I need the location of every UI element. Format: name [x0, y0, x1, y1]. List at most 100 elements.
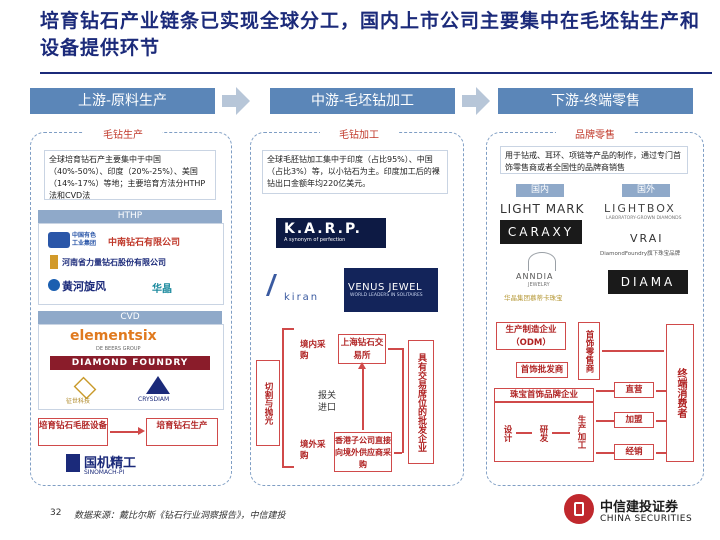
anndia-jewelry: JEWELRY — [528, 282, 550, 288]
distribution-box: 经销 — [614, 444, 654, 460]
design-rd-arrow — [516, 432, 532, 434]
cnmc-logo-text: 中国有色 工业集团 — [72, 232, 97, 247]
sinomach-logo-en: SINOMACH-PI — [84, 469, 125, 476]
wholesale-link-top — [388, 348, 402, 350]
customs-arrow — [362, 366, 364, 430]
karp-logo: K.A.R.P. A synonym of perfection — [276, 218, 386, 248]
vrai-sub: DiamondFoundry旗下珠宝品牌 — [600, 251, 681, 257]
mid-vertical-line — [282, 328, 284, 468]
downstream-desc: 用于钻戒、耳环、项链等产品的制作，通过专门首饰零售商或者全国性的品牌商销售 — [500, 146, 688, 174]
odm-box: 生产制造企业（ODM） — [496, 322, 566, 350]
anndia-logo-icon — [528, 252, 556, 271]
karp-logo-sub: A synonym of perfection — [284, 237, 346, 243]
stage-arrow-2-head — [476, 87, 490, 115]
jewelry-retailer-box: 首饰零售商 — [578, 322, 600, 380]
overseas-header: 国外 — [622, 184, 670, 197]
midstream-desc: 全球毛胚钻加工集中于印度（占比95%）、中国（占比3%）等，以小钻石为主。印度加… — [262, 150, 448, 194]
lightbox-logo: LIGHTBOX — [604, 202, 676, 215]
zhengshi-logo: 征世科技 — [66, 398, 91, 405]
hthp-logo-box — [38, 223, 224, 305]
venus-logo-text: VENUS JEWEL — [348, 282, 423, 293]
venus-logo: VENUS JEWEL WORLD LEADERS IN SOLITAIRES — [344, 268, 438, 312]
zhongnan-logo: 中南钻石有限公司 — [108, 238, 181, 248]
hk-subsidiary-box: 香港子公司直接向境外供应商采购 — [334, 432, 392, 472]
stage-downstream: 下游-终端零售 — [498, 88, 693, 114]
production-step: 生产加工 — [572, 406, 588, 458]
mid-top-bracket — [282, 328, 294, 330]
kiran-logo-text: kiran — [284, 292, 320, 303]
stage-midstream: 中游-毛坯钻加工 — [270, 88, 455, 114]
mid-bottom-bracket — [282, 466, 294, 468]
direct-consumer-arrow — [656, 390, 666, 392]
vrai-logo: VRAI — [630, 232, 664, 245]
brand-franchise-arrow — [596, 420, 614, 422]
downstream-label: 品牌零售 — [556, 126, 634, 141]
lightbox-sub: LABORATORY-GROWN DIAMONDS — [606, 216, 682, 221]
distribution-consumer-arrow — [656, 452, 666, 454]
rd-production-arrow — [552, 432, 570, 434]
sinomach-logo-icon — [66, 454, 80, 472]
stage-arrow-1 — [222, 95, 236, 107]
diamond-foundry-logo: DIAMOND FOUNDRY — [50, 356, 210, 370]
huanghe-logo: 黄河旋风 — [62, 280, 106, 293]
franchise-consumer-arrow — [656, 420, 666, 422]
consumer-box: 终端消费者 — [666, 324, 694, 462]
equipment-arrow-head — [138, 427, 145, 435]
karp-logo-text: K.A.R.P. — [284, 221, 362, 237]
wholesale-box: 具有交易席位的批发企业 — [408, 340, 434, 464]
rd-step: 研发 — [534, 412, 550, 454]
citic-logo-mark — [574, 502, 584, 516]
jewelry-wholesaler-box: 首饰批发商 — [516, 362, 568, 378]
page-title: 培育钻石产业链条已实现全球分工，国内上市公司主要集中在毛坯钻生产和设备提供环节 — [40, 10, 701, 59]
brand-distribution-arrow — [596, 452, 614, 454]
hthp-header: HTHP — [38, 210, 222, 223]
franchise-box: 加盟 — [614, 412, 654, 428]
anndia-logo: ANNDIA — [516, 272, 554, 281]
caraxy-logo: CARAXY — [500, 220, 582, 244]
citic-logo-icon — [564, 494, 594, 524]
citic-brand-en: CHINA SECURITIES — [600, 514, 693, 524]
stage-arrow-1-head — [236, 87, 250, 115]
direct-store-box: 直营 — [614, 382, 654, 398]
data-source: 数据来源：戴比尔斯《钻石行业洞察报告》，中信建投 — [74, 511, 286, 521]
domestic-header: 国内 — [516, 184, 564, 197]
wholesale-link-bottom — [394, 452, 402, 454]
design-step: 设计 — [498, 412, 514, 454]
huanghe-logo-icon — [48, 279, 60, 291]
equipment-arrow — [110, 431, 140, 433]
crysdiam-logo: CRYSDIAM — [138, 396, 170, 403]
title-divider — [40, 72, 712, 74]
power-diamond-logo-icon — [50, 255, 58, 269]
customs-arrow-head — [358, 362, 366, 369]
page-number: 32 — [50, 508, 62, 518]
equipment-box: 培育钻石毛胚设备 — [38, 418, 108, 446]
retail-consumer-arrow — [602, 350, 664, 352]
power-diamond-logo: 河南省力量钻石股份有限公司 — [62, 258, 166, 267]
overseas-purchase-label: 境外采购 — [300, 440, 326, 461]
brand-direct-arrow — [596, 390, 614, 392]
huajing-logo: 华晶 — [152, 284, 172, 295]
lightmark-logo: LIGHT MARK — [500, 202, 585, 216]
shanghai-exchange-box: 上海钻石交易所 — [338, 334, 386, 364]
huajing-jewelry-logo: 华晶集团慕蒂卡珠宝 — [504, 294, 563, 302]
cut-polish-box: 切割与抛光 — [256, 360, 280, 446]
debeers-logo: DE BEERS GROUP — [96, 346, 141, 352]
stage-arrow-2 — [462, 95, 476, 107]
kiran-logo: kiran — [265, 270, 334, 308]
domestic-purchase-label: 境内采购 — [300, 340, 326, 361]
stage-upstream: 上游-原料生产 — [30, 88, 215, 114]
brand-company-box: 珠宝首饰品牌企业 — [494, 388, 594, 402]
midstream-label: 毛钻加工 — [320, 126, 398, 141]
sinomach-logo: 国机精工 — [84, 456, 137, 471]
customs-label: 报关进口 — [318, 391, 337, 413]
diama-logo: DIAMA — [608, 270, 688, 294]
upstream-desc: 全球培育钻石产主要集中于中国（40%-50%）、印度（20%-25%）、美国（1… — [44, 150, 216, 200]
citic-brand-cn: 中信建投证券 — [600, 500, 679, 515]
cvd-header: CVD — [38, 311, 222, 324]
brand-company-body — [494, 402, 594, 462]
cvd-logo-box — [38, 324, 224, 410]
venus-logo-sub: WORLD LEADERS IN SOLITAIRES — [350, 293, 423, 298]
cnmc-logo-icon — [48, 232, 70, 248]
elementsix-logo: elementsix — [70, 328, 157, 344]
production-box: 培育钻石生产 — [146, 418, 218, 446]
